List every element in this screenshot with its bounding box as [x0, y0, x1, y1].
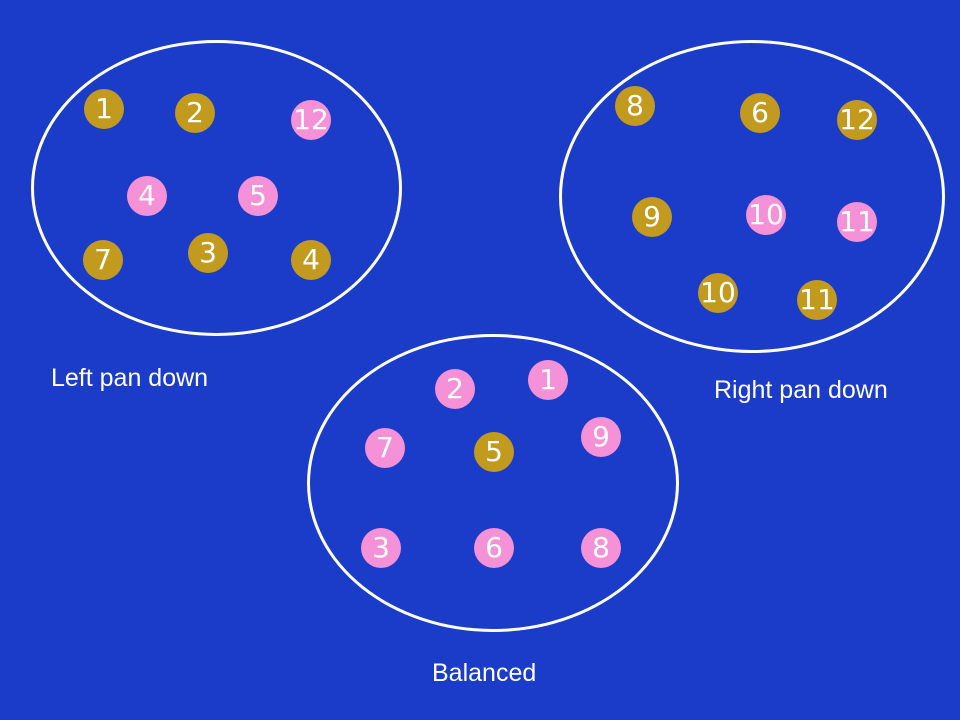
balanced-label: Balanced	[432, 659, 537, 687]
coin: 2	[175, 93, 215, 133]
coin: 12	[291, 100, 331, 140]
coin: 4	[127, 176, 167, 216]
coin: 2	[435, 369, 475, 409]
coin: 8	[581, 528, 621, 568]
left-pan-ring	[31, 40, 402, 336]
coin: 6	[474, 528, 514, 568]
coin: 10	[698, 273, 738, 313]
coin: 9	[581, 417, 621, 457]
coin: 5	[474, 432, 514, 472]
coin: 1	[84, 89, 124, 129]
coin: 4	[291, 240, 331, 280]
balanced-ring	[307, 334, 679, 632]
left-pan-down-label: Left pan down	[51, 364, 209, 392]
coin: 7	[83, 240, 123, 280]
coin: 11	[797, 280, 837, 320]
coin: 1	[528, 360, 568, 400]
right-pan-down-label: Right pan down	[714, 376, 888, 404]
coin: 6	[740, 93, 780, 133]
coin: 7	[365, 428, 405, 468]
coin: 9	[632, 197, 672, 237]
coin: 11	[837, 202, 877, 242]
coin: 8	[615, 86, 655, 126]
coin: 3	[188, 233, 228, 273]
coin: 10	[746, 195, 786, 235]
coin: 3	[361, 528, 401, 568]
coin: 5	[238, 176, 278, 216]
right-pan-ring	[559, 40, 945, 353]
coin: 12	[837, 100, 877, 140]
